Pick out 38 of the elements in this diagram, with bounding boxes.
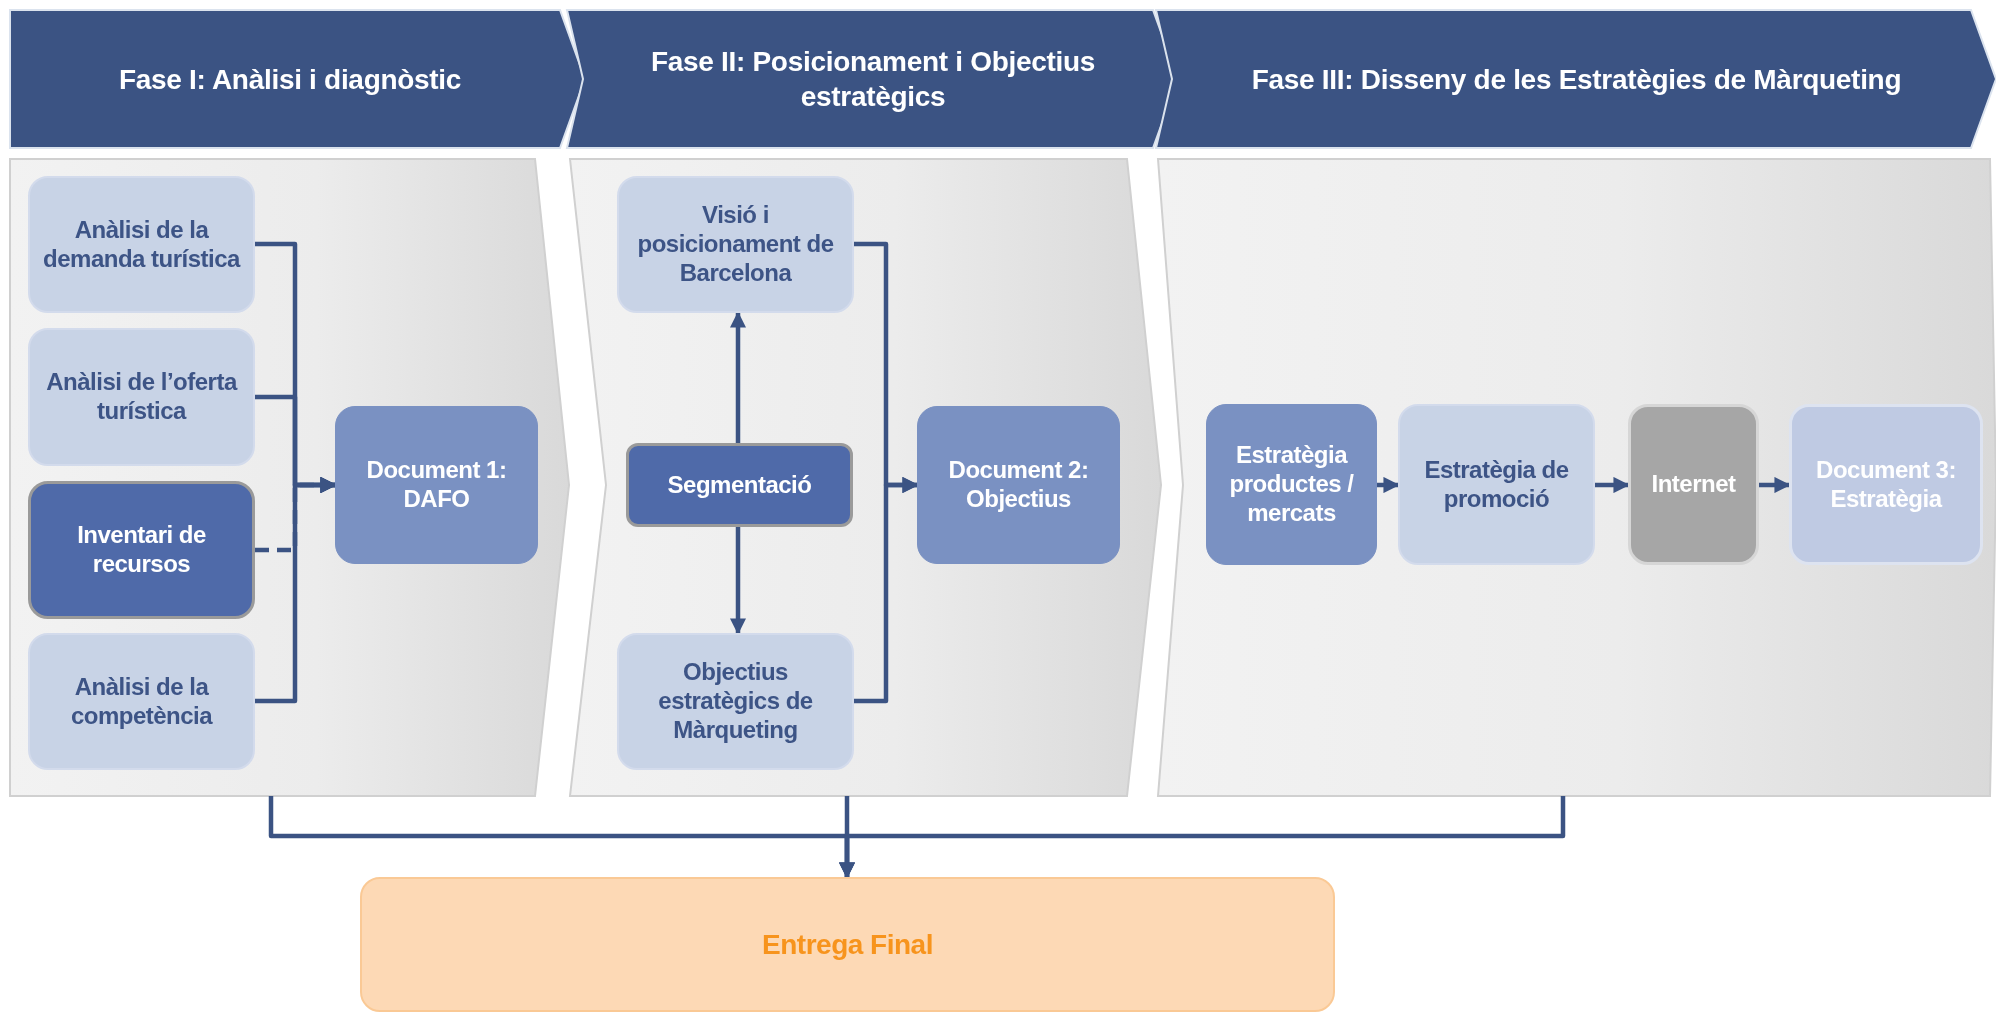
- process-box: [28, 328, 255, 466]
- box-label: Anàlisi de la competència: [69, 672, 214, 731]
- process-box: [1628, 404, 1759, 565]
- final-deliverable-box: [360, 877, 1335, 1012]
- box-label: Inventari de recursos: [76, 521, 207, 579]
- connector-arrow: [1595, 476, 1630, 494]
- process-box: [617, 176, 854, 313]
- process-box: [626, 443, 853, 527]
- connector-arrow: [729, 527, 747, 635]
- box-label: Segmentació: [667, 470, 812, 500]
- box-label: Anàlisi de l’oferta turística: [45, 368, 239, 426]
- process-box: [617, 633, 854, 770]
- connector-arrow: [729, 311, 747, 443]
- process-box: [917, 406, 1120, 564]
- process-box: [1789, 404, 1983, 565]
- connector-arrow: [255, 476, 337, 704]
- connector-arrow: [1759, 476, 1791, 494]
- box-label: Entrega Final: [762, 927, 933, 962]
- box-label: Objectius estratègics de Màrqueting: [657, 658, 814, 745]
- process-box: [28, 176, 255, 313]
- phase-title: Fase II: Posicionament i Objectius estratègics: [649, 45, 1097, 114]
- box-label: Internet: [1651, 470, 1736, 499]
- connector-arrow: [854, 476, 919, 704]
- process-box: [335, 406, 538, 564]
- box-label: Document 1: DAFO: [365, 456, 508, 514]
- box-label: Anàlisi de la demanda turística: [42, 215, 242, 274]
- connector-arrow: [838, 796, 1566, 879]
- box-label: Document 3: Estratègia: [1815, 455, 1957, 514]
- box-label: Visió i posicionament de Barcelona: [636, 201, 835, 288]
- process-box: [1206, 404, 1377, 565]
- process-box: [1398, 404, 1595, 565]
- box-label: Estratègia de promoció: [1423, 455, 1570, 514]
- connector-arrow: [1377, 476, 1400, 494]
- process-box: [28, 633, 255, 770]
- phase-title: Fase III: Disseny de les Estratègies de Màrqueting: [1251, 62, 1902, 97]
- box-label: Document 2: Objectius: [947, 456, 1090, 514]
- process-box: [28, 481, 255, 619]
- box-label: Estratègia productes / mercats: [1228, 441, 1355, 528]
